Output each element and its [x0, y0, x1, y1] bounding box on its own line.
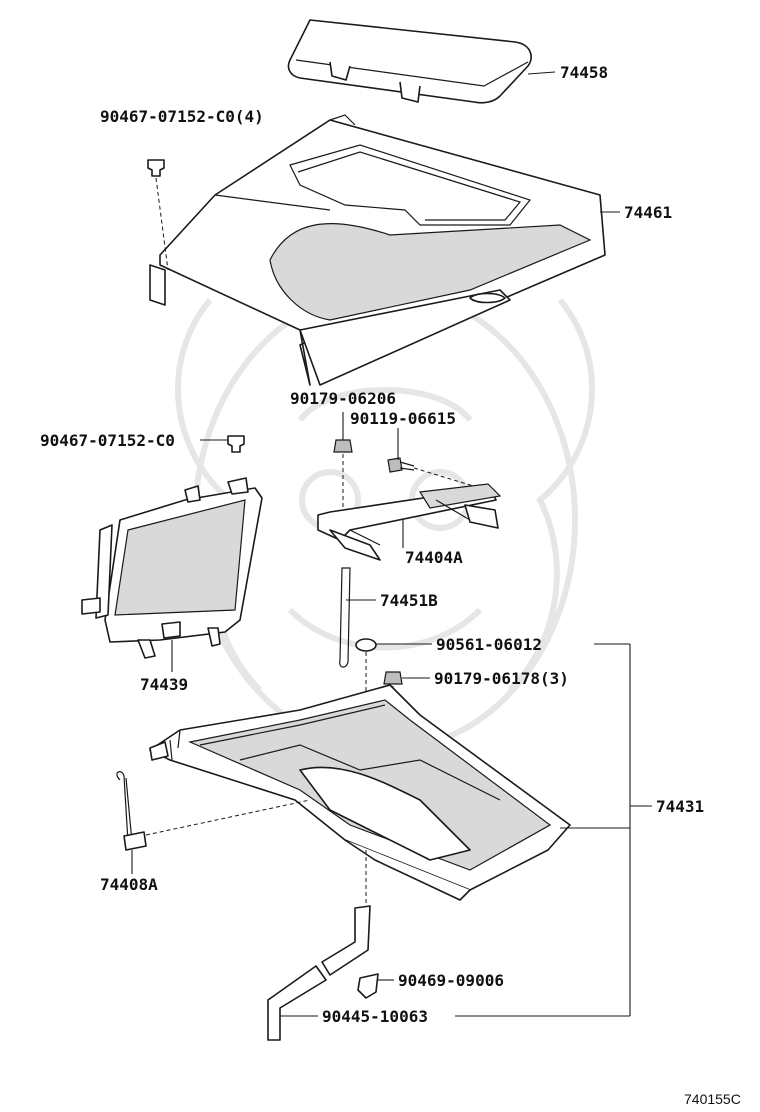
part-90467-clip-top — [147, 159, 169, 271]
part-74458-cover — [287, 19, 532, 104]
part-90445-10063-hose — [267, 850, 371, 1041]
part-90469-09006-clip — [357, 973, 394, 999]
part-90179-06206-nut — [333, 412, 353, 520]
bracket-74431 — [455, 643, 652, 1017]
label-90469-09006: 90469-09006 — [398, 971, 504, 990]
label-90179-06178-3: 90179-06178(3) — [434, 669, 569, 688]
label-90561-06012: 90561-06012 — [436, 635, 542, 654]
part-74431-tray — [149, 684, 571, 901]
label-74408A: 74408A — [100, 875, 158, 894]
label-74451B: 74451B — [380, 591, 438, 610]
part-74408A-hook — [116, 771, 311, 874]
part-90467-clip-mid — [200, 435, 245, 453]
label-74404A: 74404A — [405, 548, 463, 567]
part-74461-upper-cover — [149, 114, 606, 386]
label-74461: 74461 — [624, 203, 672, 222]
part-90119-06615-bolt — [387, 428, 481, 489]
label-90119-06615: 90119-06615 — [350, 409, 456, 428]
label-74458: 74458 — [560, 63, 608, 82]
label-90467-07152-C0: 90467-07152-C0 — [40, 431, 175, 450]
diagram-reference-code: 740155C — [684, 1091, 741, 1107]
label-90445-10063: 90445-10063 — [322, 1007, 428, 1026]
part-74451B-rod — [339, 567, 376, 668]
part-74439-bracket — [81, 477, 263, 659]
part-74404A-clamp — [317, 483, 502, 561]
leader-74458 — [527, 71, 556, 75]
label-90179-06206: 90179-06206 — [290, 389, 396, 408]
label-74431: 74431 — [656, 797, 704, 816]
label-74439: 74439 — [140, 675, 188, 694]
label-90467-07152-C0-4: 90467-07152-C0(4) — [100, 107, 264, 126]
